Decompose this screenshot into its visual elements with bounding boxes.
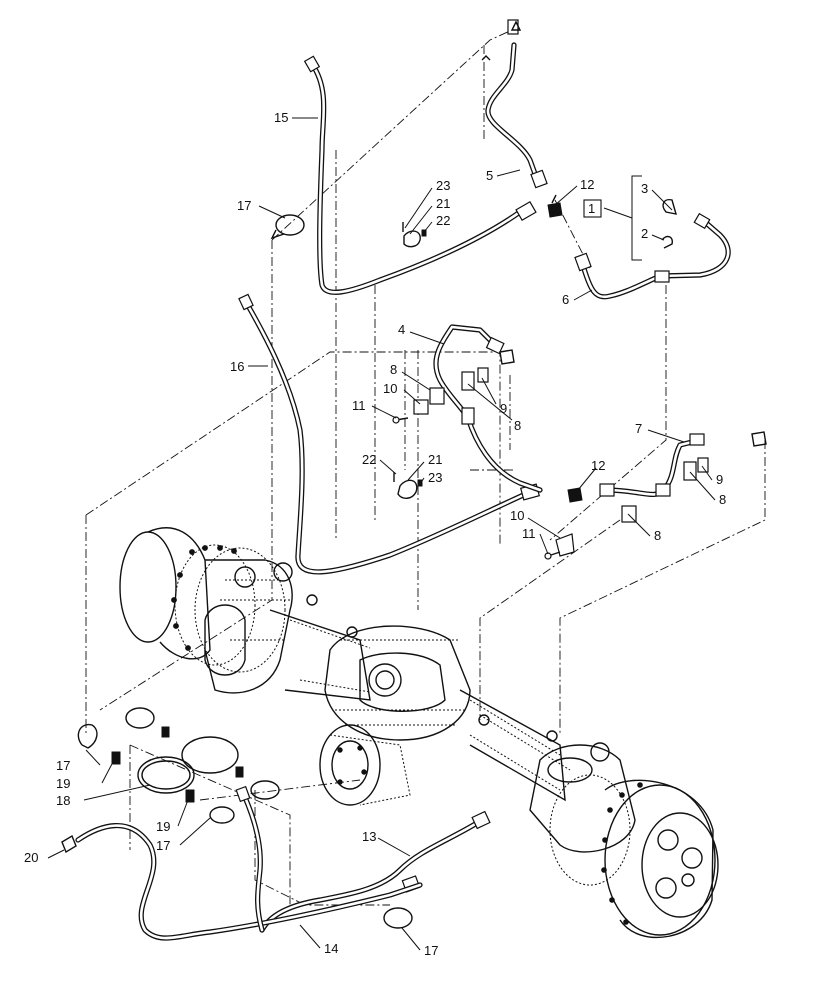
callout-22-top: 22 bbox=[436, 213, 450, 228]
callout-4: 4 bbox=[398, 322, 405, 337]
callout-8-c: 8 bbox=[719, 492, 726, 507]
callout-7: 7 bbox=[635, 421, 642, 436]
callout-19-mid: 19 bbox=[156, 819, 170, 834]
callout-20: 20 bbox=[24, 850, 38, 865]
callout-21-top: 21 bbox=[436, 196, 450, 211]
callout-17-left: 17 bbox=[56, 758, 70, 773]
callout-12-bottom: 12 bbox=[591, 458, 605, 473]
callout-21-bottom: 21 bbox=[428, 452, 442, 467]
callout-1: 1 bbox=[588, 201, 595, 216]
kit-reference-box bbox=[583, 199, 602, 218]
callout-10-b: 10 bbox=[510, 508, 524, 523]
hose-7 bbox=[599, 433, 705, 498]
callout-8-b: 8 bbox=[514, 418, 521, 433]
callout-numbers: 15 5 12 3 1 2 17 23 21 22 6 16 4 8 10 9 … bbox=[24, 110, 726, 958]
hose-15 bbox=[303, 55, 537, 295]
callout-17-top: 17 bbox=[237, 198, 251, 213]
callout-17-bottom: 17 bbox=[424, 943, 438, 958]
hose-4 bbox=[433, 324, 543, 493]
hose-6 bbox=[574, 212, 731, 300]
callout-14: 14 bbox=[324, 941, 338, 956]
callout-15: 15 bbox=[274, 110, 288, 125]
callout-16: 16 bbox=[230, 359, 244, 374]
callout-13: 13 bbox=[362, 829, 376, 844]
callout-17-mid: 17 bbox=[156, 838, 170, 853]
callout-2: 2 bbox=[641, 226, 648, 241]
callout-23-top: 23 bbox=[436, 178, 450, 193]
callout-3: 3 bbox=[641, 181, 648, 196]
callout-22-bottom: 22 bbox=[362, 452, 376, 467]
hose-14 bbox=[75, 785, 423, 941]
callout-19-left: 19 bbox=[56, 776, 70, 791]
callout-8-d: 8 bbox=[654, 528, 661, 543]
hose-5 bbox=[485, 19, 548, 189]
callout-11-a: 11 bbox=[352, 398, 366, 413]
callout-18: 18 bbox=[56, 793, 70, 808]
callout-11-b: 11 bbox=[522, 526, 536, 541]
callout-5: 5 bbox=[486, 168, 493, 183]
callout-9-b: 9 bbox=[716, 472, 723, 487]
callout-9-a: 9 bbox=[500, 401, 507, 416]
leader-lines bbox=[47, 117, 716, 951]
callout-12-top: 12 bbox=[580, 177, 594, 192]
callout-6: 6 bbox=[562, 292, 569, 307]
fittings-and-clamps bbox=[61, 20, 767, 929]
callout-8-a: 8 bbox=[390, 362, 397, 377]
axle-housing bbox=[119, 527, 719, 939]
kit-bracket-group bbox=[583, 175, 642, 261]
callout-23-bottom: 23 bbox=[428, 470, 442, 485]
callout-10-a: 10 bbox=[383, 381, 397, 396]
assembly-guide-lines bbox=[85, 29, 766, 906]
hose-16 bbox=[238, 293, 541, 575]
